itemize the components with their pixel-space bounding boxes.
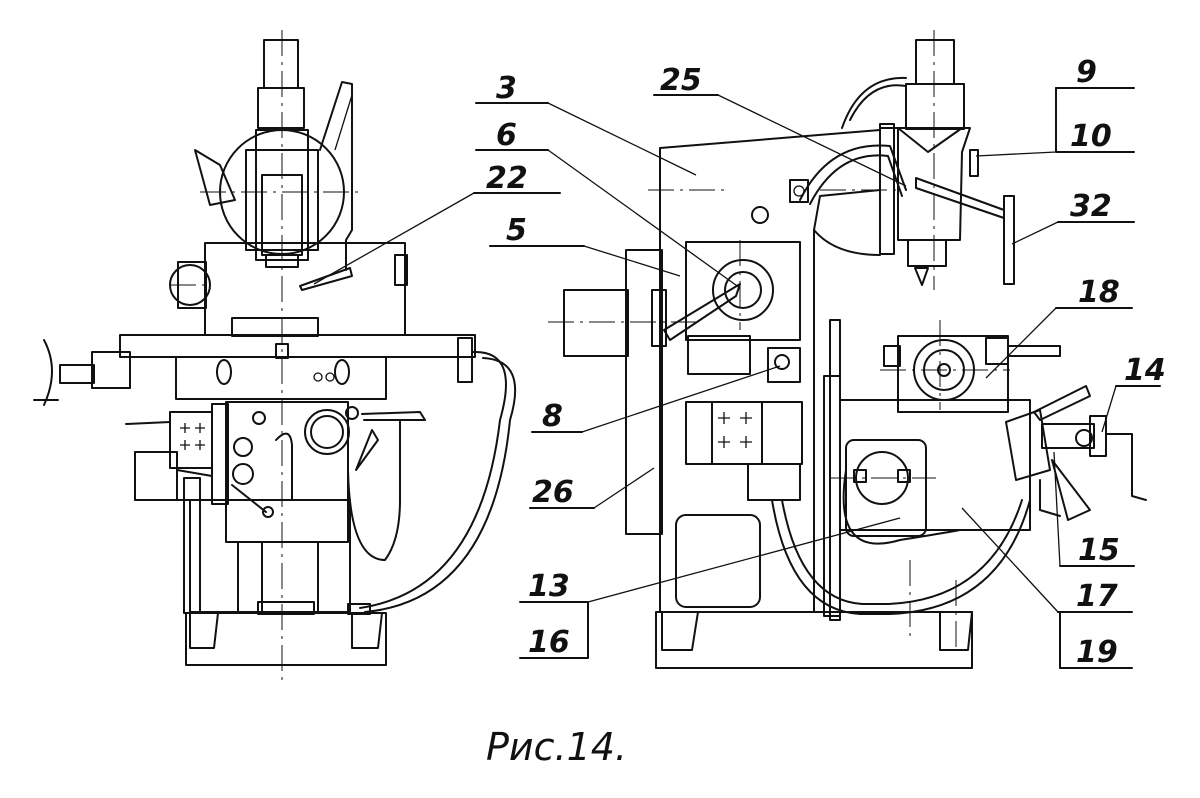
- label-9: 9: [1076, 55, 1097, 90]
- label-26: 26: [532, 475, 574, 510]
- front-view: [33, 30, 517, 680]
- label-32: 32: [1070, 189, 1112, 224]
- label-8: 8: [542, 399, 563, 434]
- label-16: 16: [528, 625, 570, 660]
- label-3: 3: [496, 71, 517, 106]
- label-5: 5: [506, 213, 527, 248]
- label-18: 18: [1078, 275, 1120, 310]
- side-view: [548, 30, 1147, 669]
- label-22: 22: [486, 161, 528, 196]
- label-19: 19: [1076, 635, 1118, 670]
- label-17: 17: [1076, 579, 1118, 614]
- label-15: 15: [1078, 533, 1120, 568]
- label-6: 6: [496, 118, 517, 153]
- label-13: 13: [528, 569, 570, 604]
- leader-lines: [313, 87, 1161, 669]
- label-25: 25: [660, 63, 702, 98]
- labels: 3 25 9 10 6 22 32 5 18 14 8 26 15 13 17 …: [486, 55, 1166, 670]
- label-10: 10: [1070, 119, 1112, 154]
- label-14: 14: [1124, 353, 1166, 388]
- figure-caption: Рис.14.: [486, 725, 627, 769]
